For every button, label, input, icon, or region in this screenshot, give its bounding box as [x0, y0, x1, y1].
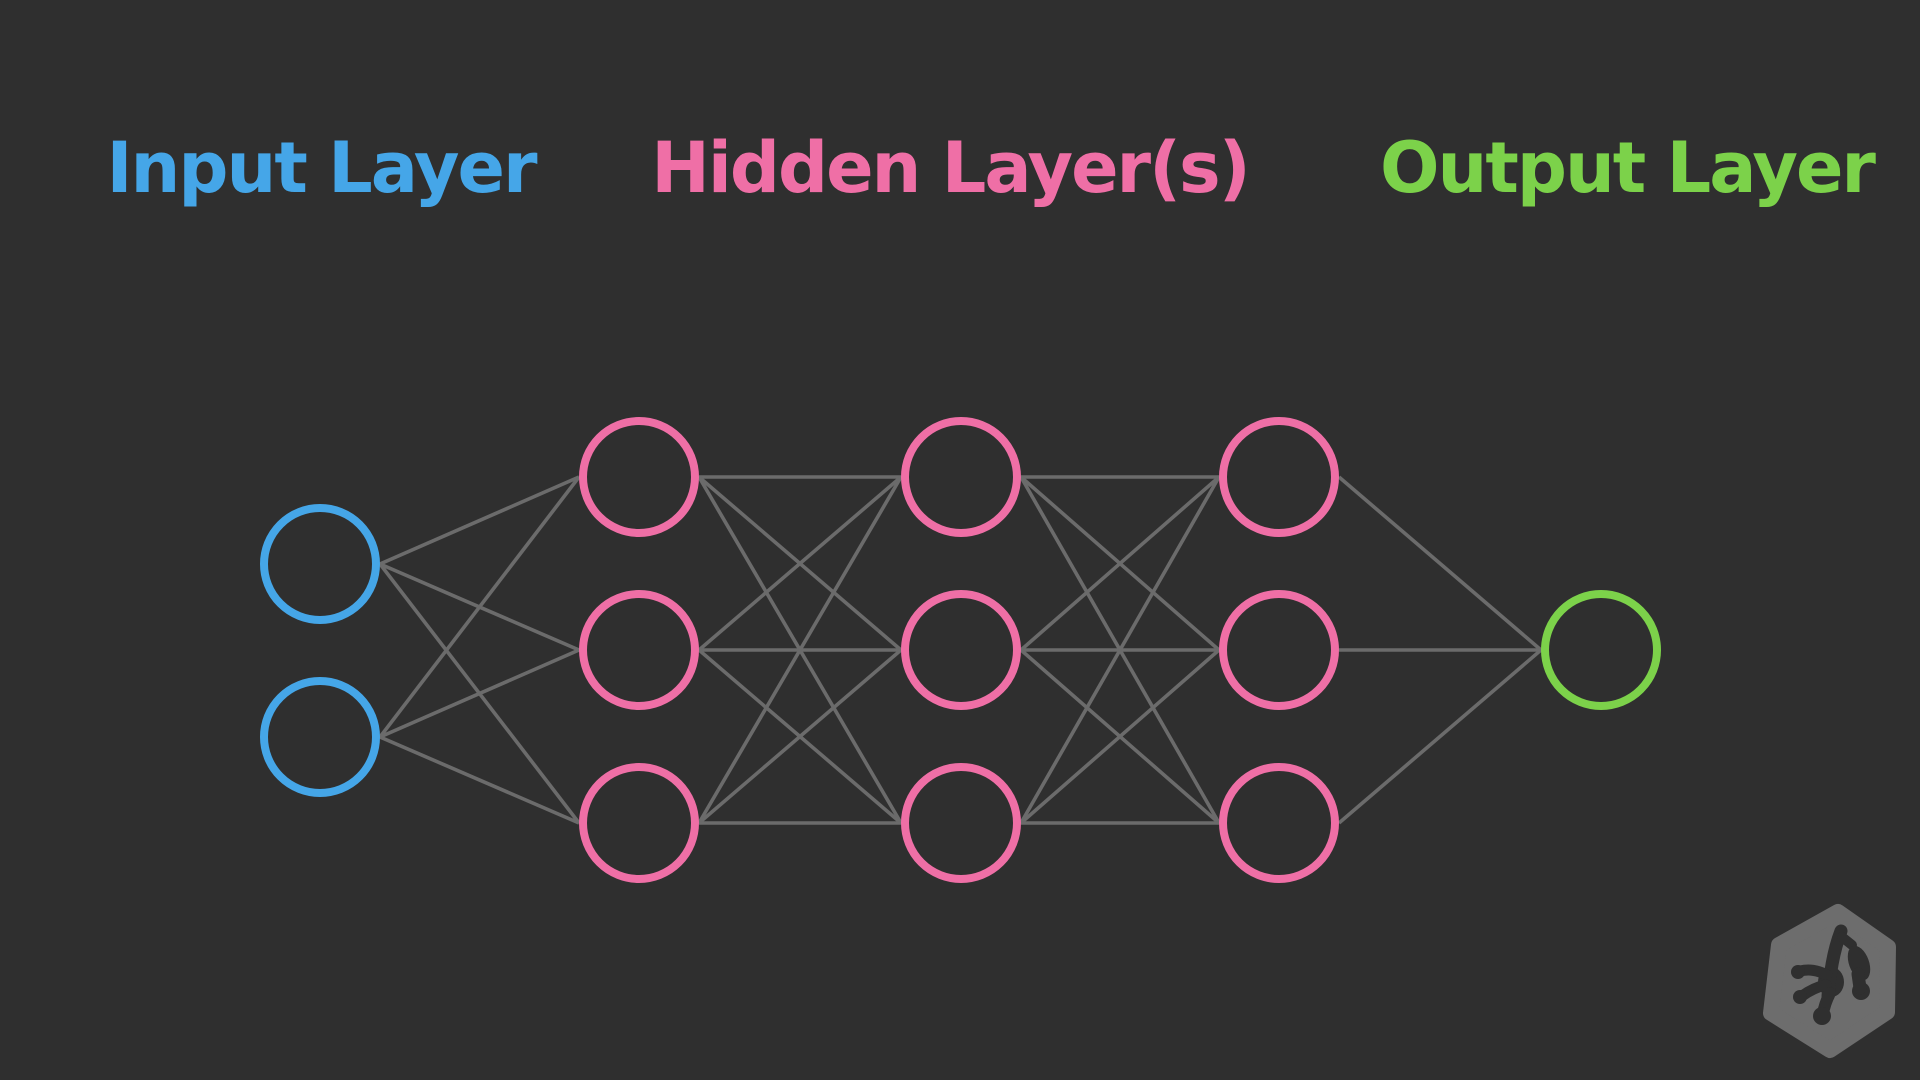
edge-hidden-3-1-to-output-1 [1337, 475, 1543, 652]
edge-hidden-1-3-to-hidden-2-2 [697, 648, 903, 825]
node-hidden-3-2 [1219, 590, 1339, 710]
nodes-layer [260, 417, 1661, 883]
edge-hidden-1-2-to-hidden-2-1 [697, 475, 903, 652]
input-layer-title: Input Layer [106, 127, 538, 209]
edges-layer [378, 475, 1543, 825]
edge-input-2-to-hidden-1-3 [379, 735, 580, 825]
node-hidden-1-3 [579, 763, 699, 883]
frog-foot-hexagon-icon [1791, 924, 1871, 1025]
edge-hidden-2-3-to-hidden-3-1 [1019, 476, 1221, 824]
node-input-2 [260, 677, 380, 797]
output-layer-title: Output Layer [1380, 127, 1876, 209]
hidden-layer-title: Hidden Layer(s) [651, 127, 1250, 209]
node-hidden-3-3 [1219, 763, 1339, 883]
node-hidden-2-1 [901, 417, 1021, 537]
edge-input-2-to-hidden-1-2 [379, 648, 580, 739]
node-hidden-1-1 [579, 417, 699, 537]
edge-input-1-to-hidden-1-1 [379, 475, 580, 566]
node-hidden-1-2 [579, 590, 699, 710]
node-input-1 [260, 504, 380, 624]
edge-hidden-2-2-to-hidden-3-1 [1019, 475, 1221, 652]
node-hidden-2-3 [901, 763, 1021, 883]
brand-logo [1763, 904, 1896, 1058]
edge-hidden-3-3-to-output-1 [1337, 648, 1543, 825]
node-hidden-3-1 [1219, 417, 1339, 537]
edge-hidden-2-3-to-hidden-3-2 [1019, 648, 1221, 825]
edge-input-2-to-hidden-1-1 [378, 475, 581, 739]
node-hidden-2-2 [901, 590, 1021, 710]
node-output-1 [1541, 590, 1661, 710]
edge-hidden-1-3-to-hidden-2-1 [697, 476, 903, 824]
